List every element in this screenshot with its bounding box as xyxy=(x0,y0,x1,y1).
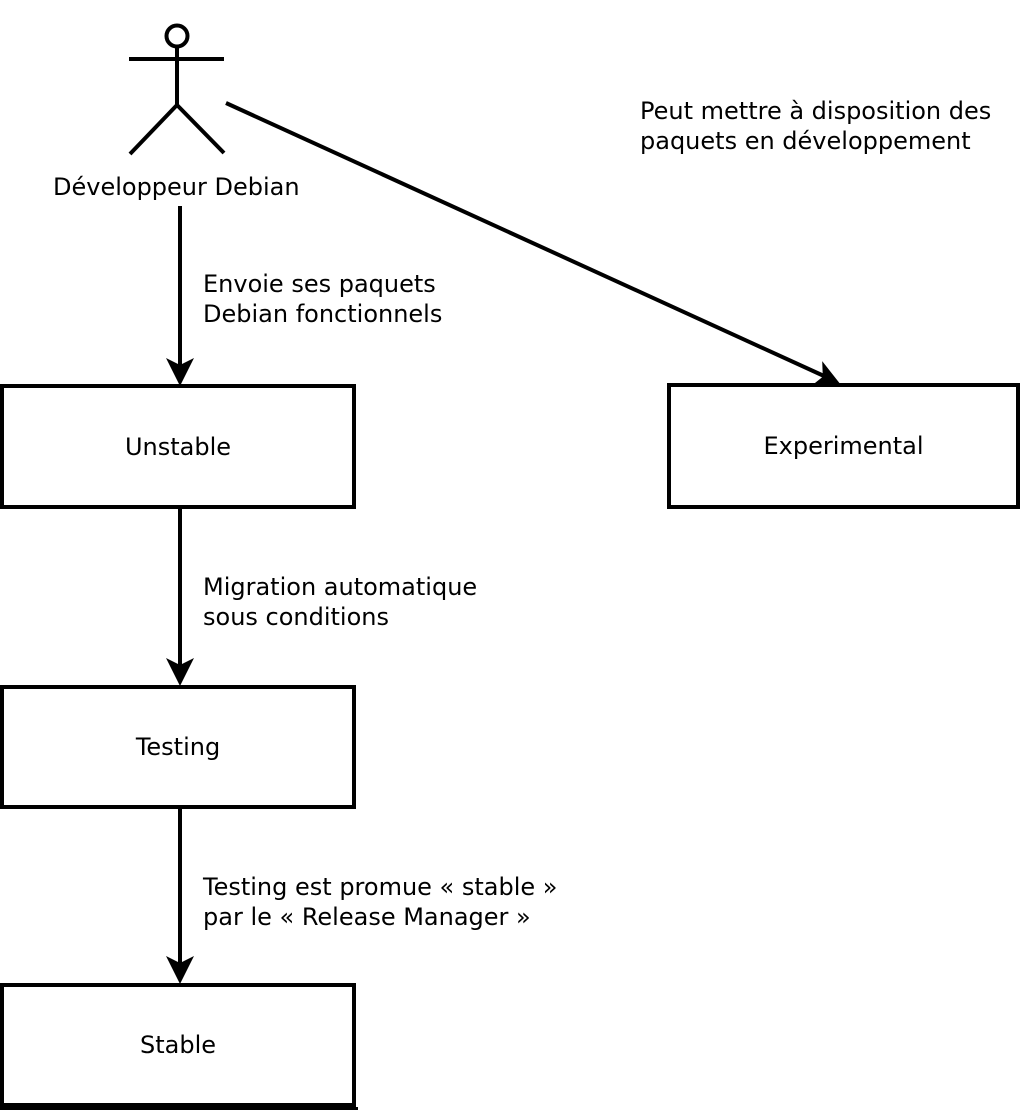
developer-actor-icon xyxy=(128,23,226,156)
edge-label-to-testing: Migration automatique sous conditions xyxy=(203,573,478,631)
edge-label-to-stable: Testing est promue « stable » par le « R… xyxy=(203,873,558,931)
actor-label: Développeur Debian xyxy=(53,173,300,201)
arrow-unstable-to-testing xyxy=(166,507,194,686)
edge-label-to-unstable: Envoie ses paquets Debian fonctionnels xyxy=(203,270,443,328)
box-unstable: Unstable xyxy=(0,384,356,509)
arrow-actor-to-unstable xyxy=(166,206,194,386)
arrow-testing-to-stable xyxy=(166,807,194,984)
edge-label-to-experimental: Peut mettre à disposition des paquets en… xyxy=(640,97,992,155)
arrow-actor-to-experimental xyxy=(225,101,841,387)
box-stable: Stable xyxy=(0,983,356,1107)
box-testing: Testing xyxy=(0,685,356,809)
box-testing-label: Testing xyxy=(135,733,221,761)
box-experimental-label: Experimental xyxy=(763,432,924,460)
cropped-box-edge xyxy=(0,1107,358,1110)
box-unstable-label: Unstable xyxy=(124,432,232,461)
box-stable-label: Stable xyxy=(139,1031,217,1059)
box-experimental: Experimental xyxy=(667,383,1020,509)
